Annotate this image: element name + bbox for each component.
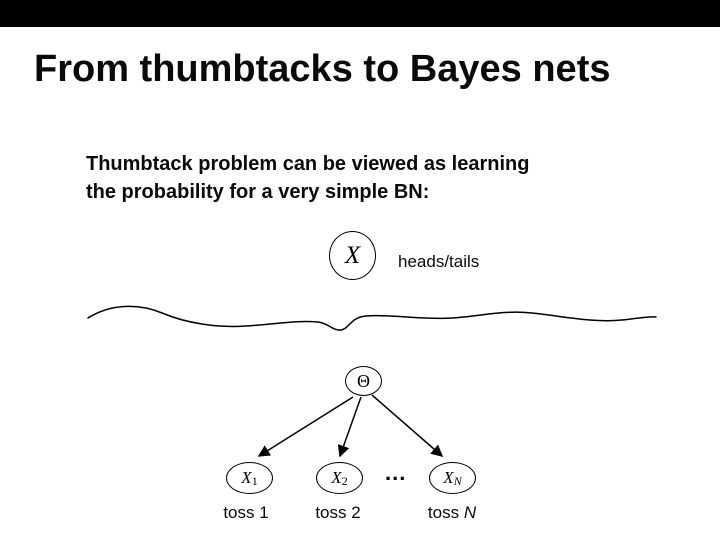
node-x1-label: X xyxy=(241,468,252,487)
node-theta-label: Θ xyxy=(357,370,370,391)
node-x-caption: heads/tails xyxy=(398,252,480,271)
body-line-1: Thumbtack problem can be viewed as learn… xyxy=(86,153,530,175)
caption-toss-1: toss 1 xyxy=(223,503,269,522)
caption-toss-2: toss 2 xyxy=(315,503,361,522)
top-bar xyxy=(0,0,720,27)
caption-toss-n-variable: N xyxy=(463,503,477,522)
wavy-divider xyxy=(87,305,657,331)
arrow-theta-x1 xyxy=(257,396,354,457)
node-x2-label: X xyxy=(331,468,342,487)
ellipsis: ... xyxy=(385,460,407,485)
arrow-theta-x2 xyxy=(337,396,362,458)
node-x-label: X xyxy=(344,241,361,269)
slide-title: From thumbtacks to Bayes nets xyxy=(34,48,611,90)
caption-toss-n: toss N xyxy=(412,503,492,523)
arrow-theta-xn xyxy=(371,394,444,457)
node-theta: Θ xyxy=(345,366,382,396)
caption-toss-n-prefix: toss xyxy=(427,503,464,522)
node-xn-label: X xyxy=(443,468,454,487)
node-x: X xyxy=(329,231,376,280)
body-line-2: the probability for a very simple BN: xyxy=(86,181,430,203)
body-text: Thumbtack problem can be viewed as learn… xyxy=(86,150,529,206)
